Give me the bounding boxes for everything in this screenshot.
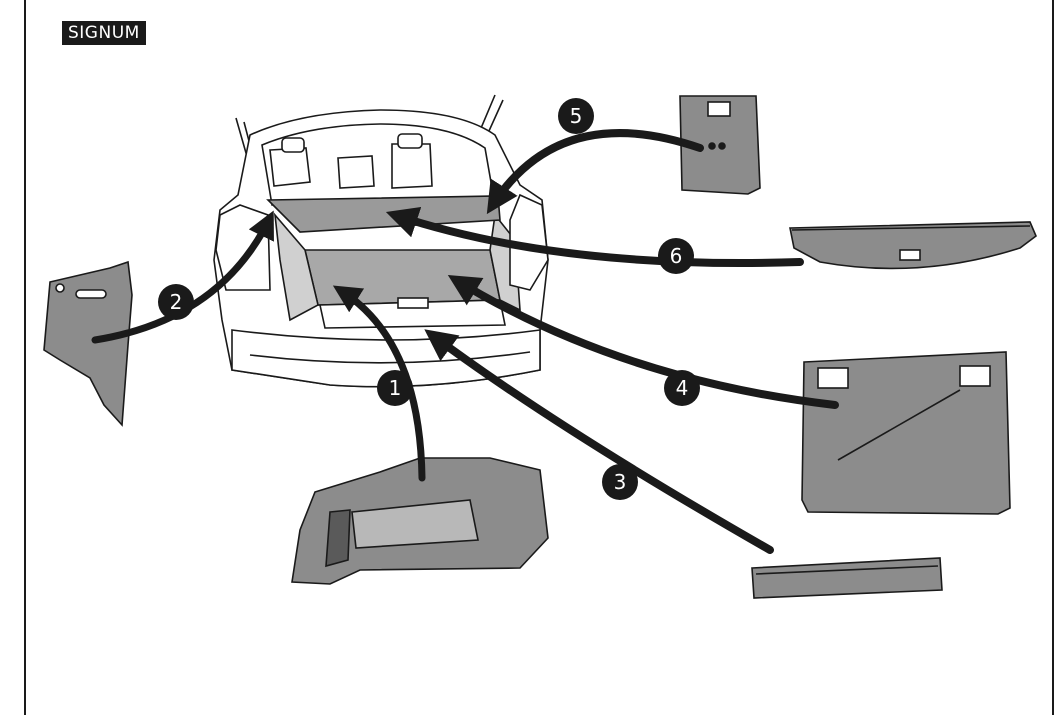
callout-6: 6 [658, 238, 694, 274]
model-label: SIGNUM [62, 21, 146, 45]
callout-4-label: 4 [676, 376, 689, 400]
arrows [91, 129, 839, 554]
callout-2: 2 [158, 284, 194, 320]
callout-1-label: 1 [389, 376, 402, 400]
callout-4: 4 [664, 370, 700, 406]
arrow-5 [486, 129, 704, 215]
arrow-2 [91, 210, 274, 344]
part-left-trim-panel [43, 260, 133, 427]
callout-3: 3 [602, 464, 638, 500]
part-cargo-cover [789, 221, 1037, 270]
arrow-4 [447, 275, 839, 409]
part-sill-trim [751, 557, 943, 599]
arrow-3 [424, 329, 774, 554]
frame-left-border [24, 0, 26, 715]
part-floor-panel [801, 351, 1011, 515]
arrow-1 [332, 285, 426, 482]
frame-right-border [1052, 0, 1054, 715]
callout-5: 5 [558, 98, 594, 134]
callout-6-label: 6 [670, 244, 683, 268]
part-side-compartment-trim [291, 457, 549, 585]
callout-1: 1 [377, 370, 413, 406]
arrow-6 [385, 206, 804, 267]
part-small-cover-panel [679, 95, 761, 195]
callout-5-label: 5 [570, 104, 583, 128]
callout-2-label: 2 [170, 290, 183, 314]
callout-3-label: 3 [614, 470, 627, 494]
